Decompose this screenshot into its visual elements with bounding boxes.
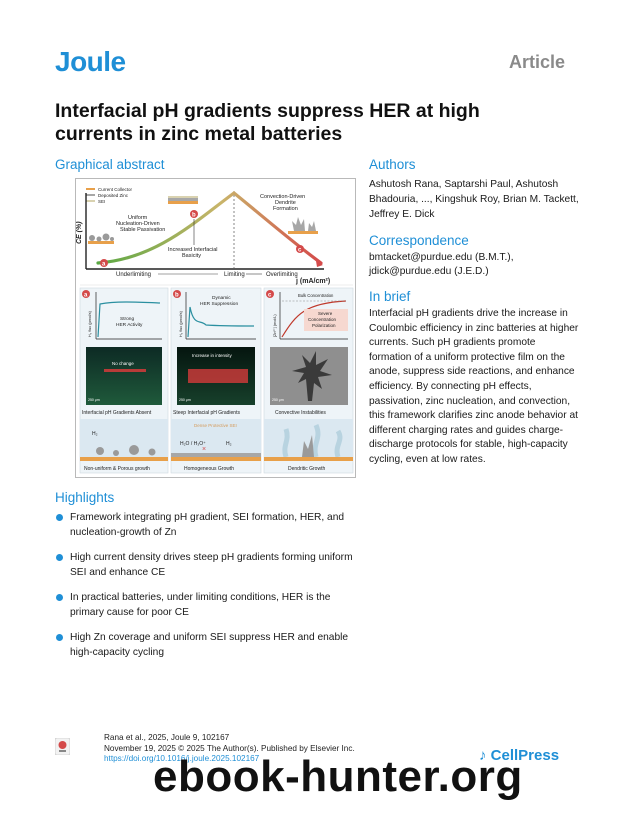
- highlight-text: High Zn coverage and uniform SEI suppres…: [70, 632, 349, 658]
- regime-underlimiting: Underlimiting: [116, 272, 151, 278]
- date-license-line: November 19, 2025 © 2025 The Author(s). …: [104, 743, 355, 753]
- svg-text:Bulk Concentration: Bulk Concentration: [298, 293, 334, 298]
- bullet-icon: [56, 554, 63, 561]
- electrode-b-illustration: [168, 196, 198, 204]
- highlight-text: In practical batteries, under limiting c…: [70, 592, 331, 618]
- highlights-heading: Highlights: [55, 490, 115, 505]
- authors-heading: Authors: [369, 157, 416, 172]
- electrode-c-illustration: [288, 217, 318, 234]
- legend-zinc: Deposited Zinc: [98, 193, 129, 198]
- svg-text:a: a: [84, 293, 88, 299]
- bullet-icon: [56, 634, 63, 641]
- correspondence-email-1[interactable]: bmtacket@purdue.edu (B.M.T.),: [369, 252, 514, 263]
- highlight-item: In practical batteries, under limiting c…: [55, 590, 355, 620]
- correspondence-email-2[interactable]: jdick@purdue.edu (J.E.D.): [369, 266, 489, 277]
- legend-swatch-collector: [86, 188, 95, 190]
- bullet-icon: [56, 594, 63, 601]
- svg-text:No change: No change: [112, 361, 134, 366]
- x-axis-label: j (mA/cm²): [295, 278, 330, 285]
- cellpress-name: CellPress: [490, 747, 560, 764]
- annotation-convection: Convection-Driven Dendrite Formation: [260, 194, 307, 212]
- svg-text:[Zn²⁺] (mol/L): [Zn²⁺] (mol/L): [273, 314, 277, 337]
- correspondence-emails: bmtacket@purdue.edu (B.M.T.), jdick@purd…: [369, 251, 579, 279]
- cellpress-logo: ♪ CellPress: [479, 747, 559, 764]
- point-b: [190, 210, 198, 218]
- svg-text:250 μm: 250 μm: [272, 398, 284, 402]
- svg-text:Increase in intensity: Increase in intensity: [192, 353, 233, 358]
- svg-text:×: ×: [202, 446, 206, 453]
- journal-logo: Joule: [55, 46, 126, 77]
- highlight-item: High current density drives steep pH gra…: [55, 550, 355, 580]
- legend-swatch-zinc: [86, 194, 95, 196]
- point-a-label: a: [102, 262, 106, 268]
- svg-text:b: b: [175, 293, 179, 299]
- svg-text:Homogeneous Growth: Homogeneous Growth: [184, 466, 234, 472]
- point-a: [100, 259, 108, 267]
- svg-text:H₂O / H₃O⁺: H₂O / H₃O⁺: [180, 441, 206, 447]
- correspondence-heading: Correspondence: [369, 233, 469, 248]
- authors-list[interactable]: Ashutosh Rana, Saptarshi Paul, Ashutosh …: [369, 179, 579, 220]
- graphical-abstract-figure: Current Collector Deposited Zinc SEI CE …: [75, 178, 356, 478]
- panel-c: c [Zn²⁺] (mol/L) Bulk Concentration Seve…: [263, 287, 354, 474]
- graphical-abstract-svg: Current Collector Deposited Zinc SEI CE …: [76, 187, 354, 474]
- y-axis-label: CE (%): [76, 221, 83, 244]
- citation-line: Rana et al., 2025, Joule 9, 102167: [104, 733, 230, 742]
- svg-text:Dense Protective SEI: Dense Protective SEI: [194, 423, 237, 428]
- svg-text:H₂ flux (pmol/s): H₂ flux (pmol/s): [88, 310, 92, 337]
- in-brief-heading: In brief: [369, 289, 411, 304]
- watermark-text: ebook-hunter.org: [153, 752, 523, 801]
- svg-text:H₂: H₂: [226, 441, 232, 447]
- svg-text:250 μm: 250 μm: [88, 398, 100, 402]
- svg-text:c: c: [268, 293, 272, 299]
- highlight-item: Framework integrating pH gradient, SEI f…: [55, 510, 355, 540]
- annotation-uniform: Uniform Nucleation-Driven Stable Passiva…: [116, 215, 165, 233]
- svg-text:Dendritic Growth: Dendritic Growth: [288, 466, 325, 472]
- article-type-label: Article: [508, 52, 565, 72]
- legend-collector: Current Collector: [98, 187, 133, 192]
- svg-text:Steep Interfacial pH Gradients: Steep Interfacial pH Gradients: [173, 410, 240, 416]
- point-b-label: b: [192, 213, 196, 219]
- highlight-text: High current density drives steep pH gra…: [70, 552, 353, 578]
- ce-curve: [96, 190, 323, 265]
- doi-link[interactable]: https://doi.org/10.1016/j.joule.2025.102…: [104, 754, 260, 763]
- graphical-abstract-heading: Graphical abstract: [55, 157, 165, 172]
- highlights-list: Framework integrating pH gradient, SEI f…: [55, 510, 355, 670]
- regime-limiting: Limiting: [224, 272, 245, 278]
- curve-arrowhead: [316, 261, 323, 267]
- legend-swatch-sei: [86, 200, 95, 202]
- svg-text:H₂ flux (pmol/s): H₂ flux (pmol/s): [179, 310, 183, 337]
- in-brief-text: Interfacial pH gradients drive the incre…: [369, 308, 579, 465]
- svg-text:250 μm: 250 μm: [179, 398, 191, 402]
- crossmark-icon[interactable]: [55, 738, 70, 755]
- citation-footer: Rana et al., 2025, Joule 9, 102167 Novem…: [104, 733, 355, 765]
- highlight-item: High Zn coverage and uniform SEI suppres…: [55, 630, 355, 660]
- point-c: [296, 245, 304, 253]
- legend-sei: SEI: [98, 199, 105, 204]
- bullet-icon: [56, 514, 63, 521]
- annotation-basicity: Increased Interfacial Basicity: [168, 247, 219, 259]
- svg-text:Convective Instabilities: Convective Instabilities: [275, 410, 326, 416]
- point-c-label: c: [298, 248, 302, 254]
- svg-text:H₂: H₂: [92, 431, 98, 437]
- svg-text:Non-uniform & Porous growth: Non-uniform & Porous growth: [84, 466, 150, 472]
- cellpress-mark-icon: ♪: [479, 747, 487, 764]
- regime-overlimiting: Overlimiting: [266, 272, 298, 278]
- svg-text:Interfacial pH Gradients Absen: Interfacial pH Gradients Absent: [82, 410, 152, 416]
- paper-title: Interfacial pH gradients suppress HER at…: [55, 100, 480, 145]
- electrode-a-illustration: [88, 233, 114, 244]
- highlight-text: Framework integrating pH gradient, SEI f…: [70, 512, 345, 538]
